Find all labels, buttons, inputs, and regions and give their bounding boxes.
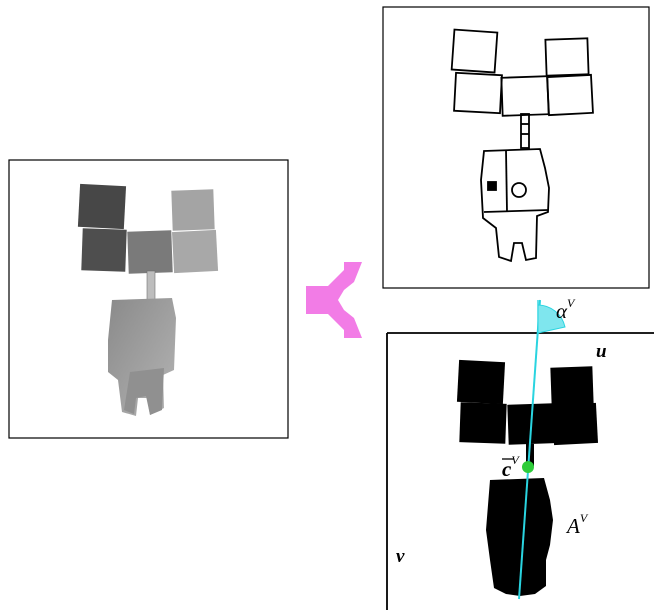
binary-panel-br <box>551 402 599 446</box>
edge-panel-bl <box>453 71 503 115</box>
depth-image-panel <box>8 159 289 439</box>
binary-panel-bl <box>459 402 507 444</box>
v-axis-label: v <box>396 546 405 567</box>
binary-image-panel: αV u v cV AV <box>386 296 654 610</box>
edge-satellite <box>450 28 594 263</box>
y-fork-arrow-icon <box>306 262 362 338</box>
u-axis-label: u <box>596 341 607 362</box>
edge-panel-br <box>546 73 594 117</box>
edge-panel-tr <box>544 37 590 77</box>
depth-panel-bl <box>81 228 127 272</box>
edge-body <box>480 148 550 263</box>
depth-body-lower <box>124 368 164 415</box>
depth-panel-bm <box>127 230 173 274</box>
edge-panel-frame <box>382 6 650 289</box>
edge-image-panel <box>382 6 650 289</box>
depth-boom <box>146 270 156 302</box>
depth-satellite <box>77 183 219 416</box>
centroid-dot-icon <box>522 461 534 473</box>
angle-label: αV <box>556 296 576 323</box>
binary-panel-tl <box>456 359 506 405</box>
depth-panel-tl <box>77 183 127 230</box>
binary-panel-tr <box>550 366 594 406</box>
binary-body <box>486 478 553 596</box>
edge-panel-tl <box>450 28 499 74</box>
depth-panel-br <box>171 229 219 274</box>
angle-wedge <box>537 304 566 334</box>
area-label: AV <box>565 511 589 538</box>
edge-boom <box>520 113 530 149</box>
centroid-label: cV <box>502 453 520 481</box>
depth-panel-tr <box>171 189 215 231</box>
svg-text:cV: cV <box>502 453 520 481</box>
principal-axis-line <box>518 299 541 600</box>
